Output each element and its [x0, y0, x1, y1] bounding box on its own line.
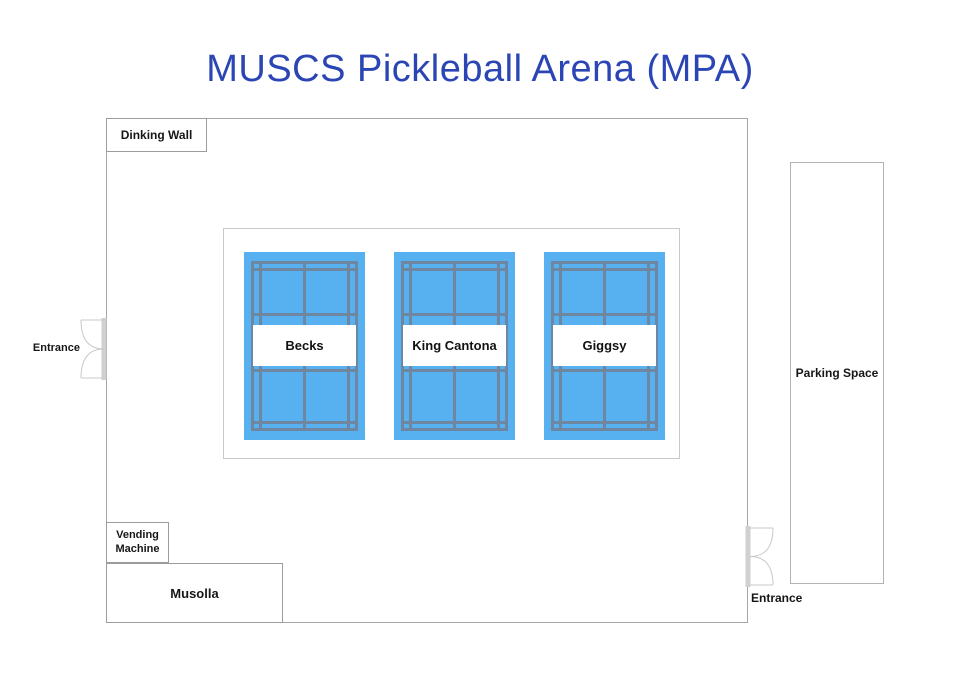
dinking-wall-label: Dinking Wall: [120, 128, 193, 142]
entrance-label-left: Entrance: [32, 342, 80, 354]
court-lines-icon: [551, 261, 658, 431]
court-name-label: Becks: [285, 338, 324, 353]
door-symbol-right-entrance: [745, 526, 774, 587]
court-becks[interactable]: Becks: [244, 252, 365, 440]
musolla-box: Musolla: [106, 563, 283, 623]
court-name-label: King Cantona: [412, 338, 497, 353]
musolla-label: Musolla: [170, 585, 219, 601]
entrance-label-right: Entrance: [751, 591, 803, 605]
court-name-band: Giggsy: [553, 325, 656, 366]
court-giggsy[interactable]: Giggsy: [544, 252, 665, 440]
court-king-cantona[interactable]: King Cantona: [394, 252, 515, 440]
vending-machine-box: Vending Machine: [106, 522, 169, 563]
court-name-label: Giggsy: [582, 338, 627, 353]
door-symbol-left-entrance: [80, 318, 107, 380]
parking-space-box: Parking Space: [790, 162, 884, 584]
parking-space-label: Parking Space: [795, 366, 879, 380]
dinking-wall-box: Dinking Wall: [106, 118, 207, 152]
court-name-band: Becks: [253, 325, 356, 366]
court-name-band: King Cantona: [403, 325, 506, 366]
page-title: MUSCS Pickleball Arena (MPA): [206, 48, 754, 90]
vending-machine-label: Vending Machine: [115, 528, 160, 555]
